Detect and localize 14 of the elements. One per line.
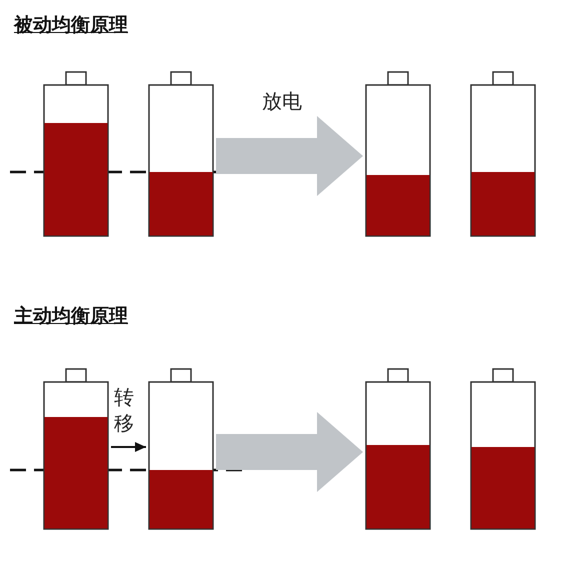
- edge-label: 放电: [262, 90, 302, 112]
- battery: [470, 368, 536, 530]
- battery: [148, 71, 214, 237]
- battery: [148, 368, 214, 530]
- battery: [365, 368, 431, 530]
- battery: [43, 368, 109, 530]
- section-title: 主动均衡原理: [14, 304, 128, 329]
- block-arrow: [216, 116, 363, 196]
- battery: [365, 71, 431, 237]
- battery: [43, 71, 109, 237]
- section-title: 被动均衡原理: [14, 13, 128, 38]
- battery: [470, 71, 536, 237]
- arrow: [111, 442, 146, 452]
- block-arrow: [216, 412, 363, 492]
